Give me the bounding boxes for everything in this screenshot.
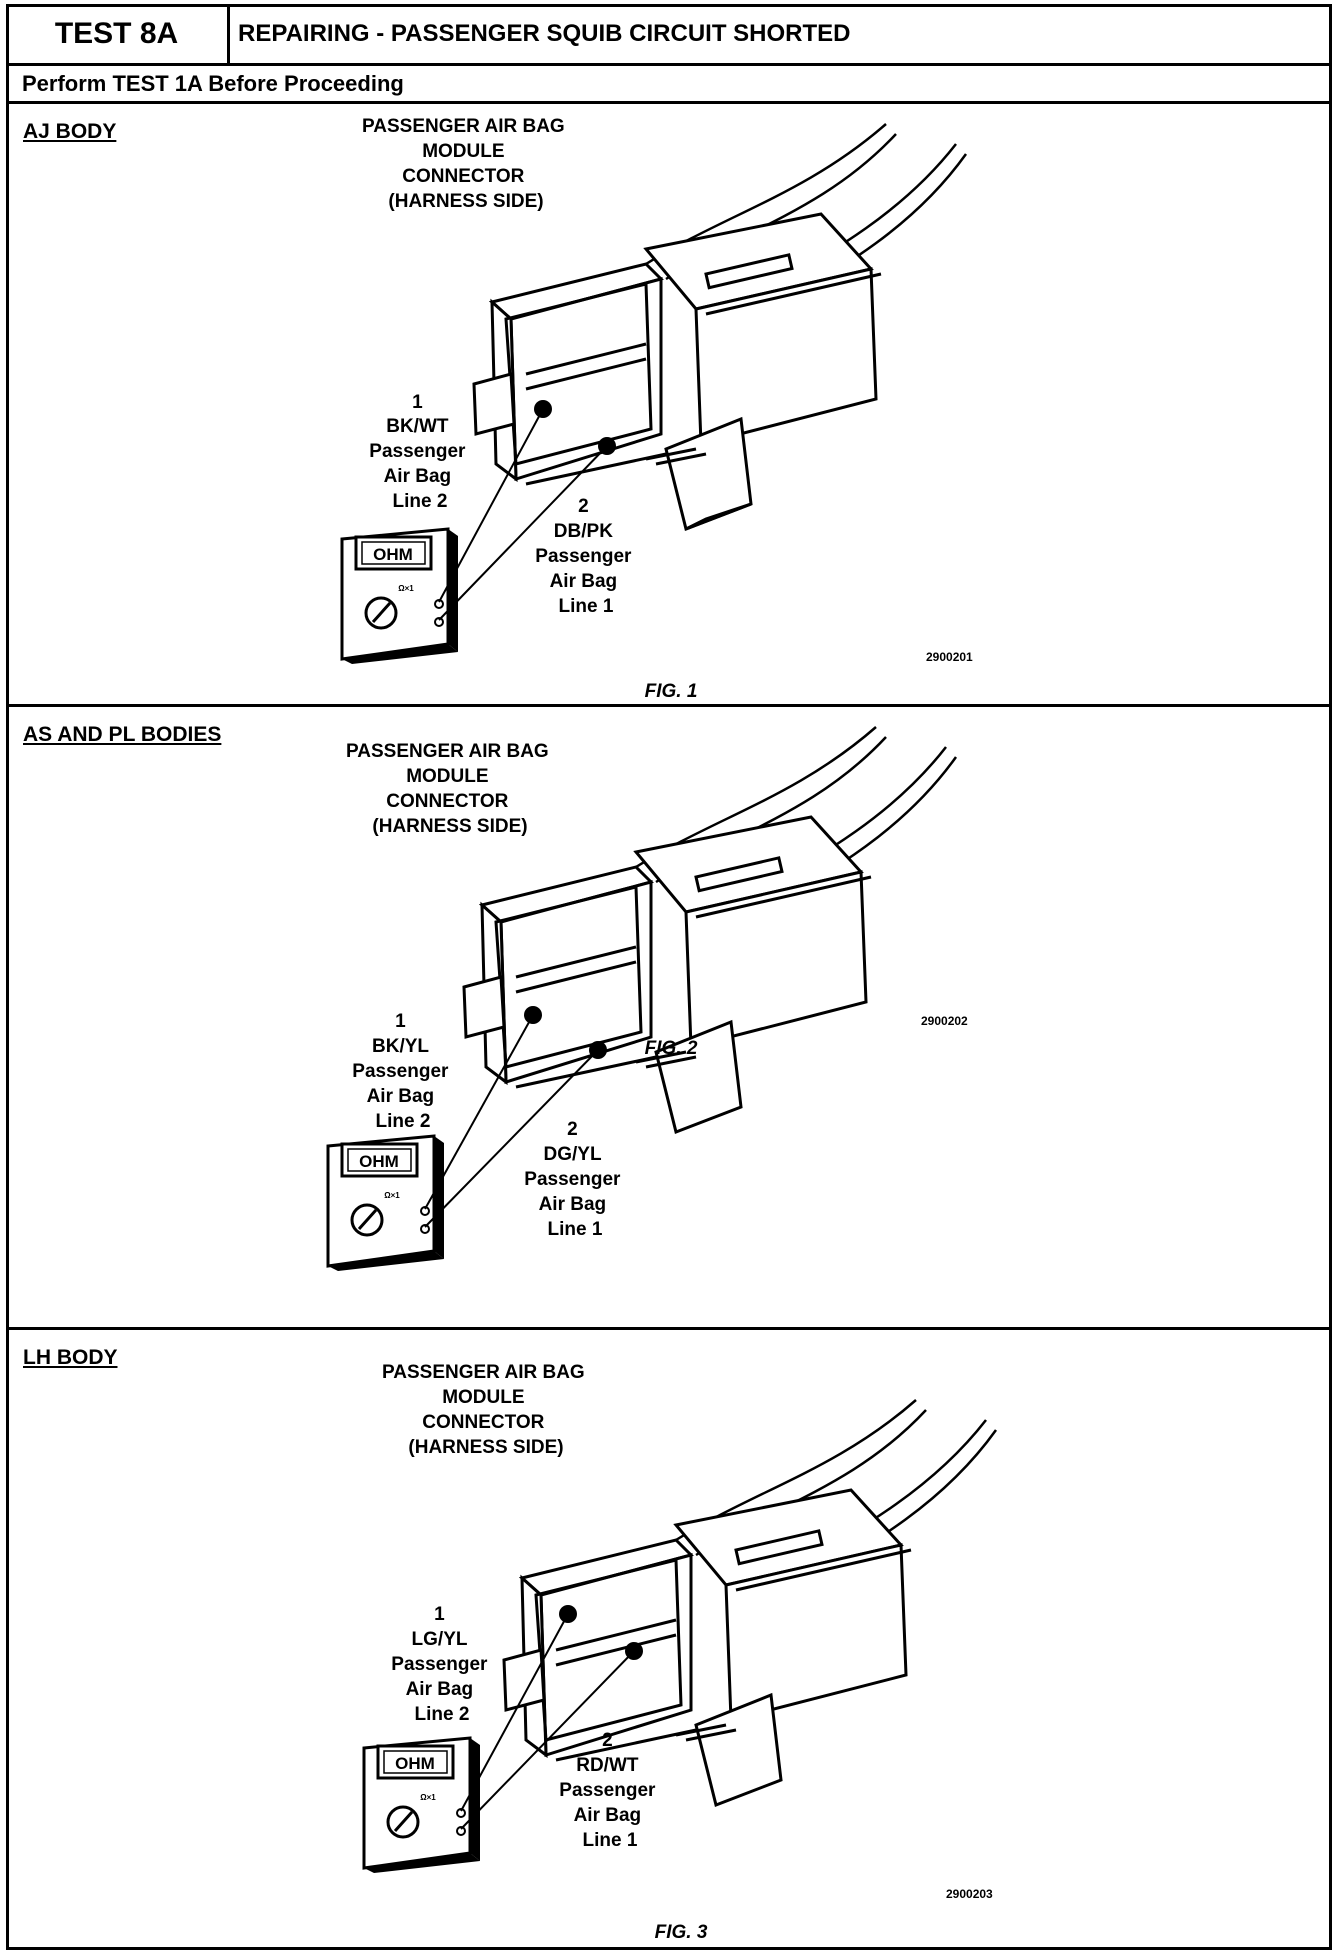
test-leads [460, 1613, 635, 1830]
pin-1-label-line: Passenger [352, 1061, 449, 1082]
meter-range: Ω×1 [420, 1793, 436, 1802]
figure-caption: FIG. 3 [655, 1922, 708, 1943]
meter-display: OHM [359, 1152, 399, 1171]
pin-1-label-line: Air Bag [367, 1086, 435, 1107]
body-label: LH BODY [23, 1346, 118, 1369]
connector-label-line: PASSENGER AIR BAG [346, 741, 549, 762]
connector-label-line: CONNECTOR [386, 791, 508, 812]
connector-label-line: MODULE [442, 1387, 524, 1408]
reference-number: 2900203 [946, 1887, 993, 1901]
meter-range: Ω×1 [398, 584, 414, 593]
pin-1-label-line: Air Bag [406, 1679, 474, 1700]
pin-2-label-line: Passenger [535, 546, 632, 567]
reference-number: 2900201 [926, 650, 973, 664]
pin-2-label-line: 2 [602, 1730, 613, 1751]
test-id: TEST 8A [6, 4, 230, 63]
pin-1-label: 1 BK/YL Passenger Air Bag Line 2 [352, 1011, 453, 1132]
connector-label-line: PASSENGER AIR BAG [382, 1362, 585, 1383]
connector-diagram: PASSENGER AIR BAG MODULE CONNECTOR (HARN… [340, 116, 973, 702]
pin-2-label-line: DB/PK [554, 521, 613, 542]
connector-label: PASSENGER AIR BAG MODULE CONNECTOR (HARN… [362, 116, 570, 212]
pin-1-label-line: BK/YL [372, 1036, 429, 1057]
connector-diagram [326, 726, 958, 1271]
connector-label-line: MODULE [406, 766, 488, 787]
figure-caption: FIG. 1 [645, 681, 698, 702]
pin-1-label-line: Passenger [369, 441, 466, 462]
pin-1-label-line: 1 [434, 1604, 445, 1625]
connector-label-line: (HARNESS SIDE) [388, 191, 543, 212]
ohmmeter [362, 1736, 480, 1873]
connector-label-line: (HARNESS SIDE) [372, 816, 527, 837]
prerequisite-note: Perform TEST 1A Before Proceeding [22, 71, 404, 96]
figure-2-annotations: PASSENGER AIR BAG MODULE CONNECTOR (HARN… [346, 741, 968, 1240]
figure-caption: FIG. 2 [645, 1038, 698, 1059]
connector-label-line: PASSENGER AIR BAG [362, 116, 565, 137]
body-label: AS AND PL BODIES [23, 723, 222, 746]
pin-2-label-line: Air Bag [574, 1805, 642, 1826]
pin-2-label-line: Line 1 [559, 596, 614, 617]
connector-body [502, 1488, 912, 1808]
page-frame [6, 4, 1332, 1950]
test-leads [438, 408, 608, 621]
connector-label-line: CONNECTOR [422, 1412, 544, 1433]
pin-2-label-line: Passenger [559, 1780, 656, 1801]
pin-1-label-line: Line 2 [393, 491, 448, 512]
test-title: REPAIRING - PASSENGER SQUIB CIRCUIT SHOR… [238, 20, 851, 47]
subheader: Perform TEST 1A Before Proceeding [6, 66, 1332, 104]
pin-1-label: 1 LG/YL Passenger Air Bag Line 2 [391, 1604, 492, 1725]
header: TEST 8A REPAIRING - PASSENGER SQUIB CIRC… [6, 4, 1332, 66]
pin-2-label: 2 RD/WT Passenger Air Bag Line 1 [559, 1730, 660, 1851]
figure-panel-1: AJ BODY [6, 104, 1332, 707]
meter-range: Ω×1 [384, 1191, 400, 1200]
connector-body [472, 212, 882, 532]
pin-2-label-line: DG/YL [544, 1144, 602, 1165]
pin-1-label: 1 BK/WT Passenger Air Bag Line 2 [369, 392, 470, 512]
pin-2-label-line: RD/WT [576, 1755, 639, 1776]
test-leads [424, 1014, 599, 1228]
meter-display: OHM [395, 1754, 435, 1773]
pin-2-label-line: Passenger [524, 1169, 621, 1190]
ohmmeter [340, 527, 458, 664]
figure-panel-2: AS AND PL BODIES [6, 707, 1332, 1330]
pin-2-label-line: Air Bag [539, 1194, 607, 1215]
pin-2-label-line: Air Bag [550, 571, 618, 592]
meter-display: OHM [373, 545, 413, 564]
connector-label-line: MODULE [422, 141, 504, 162]
pin-2-label-line: 2 [567, 1119, 578, 1140]
connector-label: PASSENGER AIR BAG MODULE CONNECTOR (HARN… [382, 1362, 590, 1458]
pin-1-label-line: Line 2 [376, 1111, 431, 1132]
connector-label-line: CONNECTOR [402, 166, 524, 187]
body-label: AJ BODY [23, 120, 117, 143]
pin-2-label-line: Line 1 [548, 1219, 603, 1240]
pin-2-label-line: 2 [578, 496, 589, 517]
pin-2-label: 2 DG/YL Passenger Air Bag Line 1 [524, 1119, 625, 1240]
connector-body [462, 815, 872, 1135]
figure-panel-3: LH BODY [6, 1330, 1332, 1950]
pin-1-label-line: Line 2 [415, 1704, 470, 1725]
ohmmeter [326, 1134, 444, 1271]
connector-diagram: PASSENGER AIR BAG MODULE CONNECTOR (HARN… [362, 1362, 998, 1943]
reference-number: 2900202 [921, 1014, 968, 1028]
connector-label-line: (HARNESS SIDE) [408, 1437, 563, 1458]
pin-1-label-line: Air Bag [384, 466, 452, 487]
pin-1-label-line: 1 [395, 1011, 406, 1032]
pin-1-label-line: LG/YL [412, 1629, 468, 1650]
pin-1-label-line: BK/WT [386, 416, 449, 437]
pin-1-label-line: 1 [412, 392, 423, 413]
connector-label: PASSENGER AIR BAG MODULE CONNECTOR (HARN… [346, 741, 554, 837]
pin-2-label: 2 DB/PK Passenger Air Bag Line 1 [535, 496, 636, 617]
pin-2-label-line: Line 1 [583, 1830, 638, 1851]
pin-1-label-line: Passenger [391, 1654, 488, 1675]
